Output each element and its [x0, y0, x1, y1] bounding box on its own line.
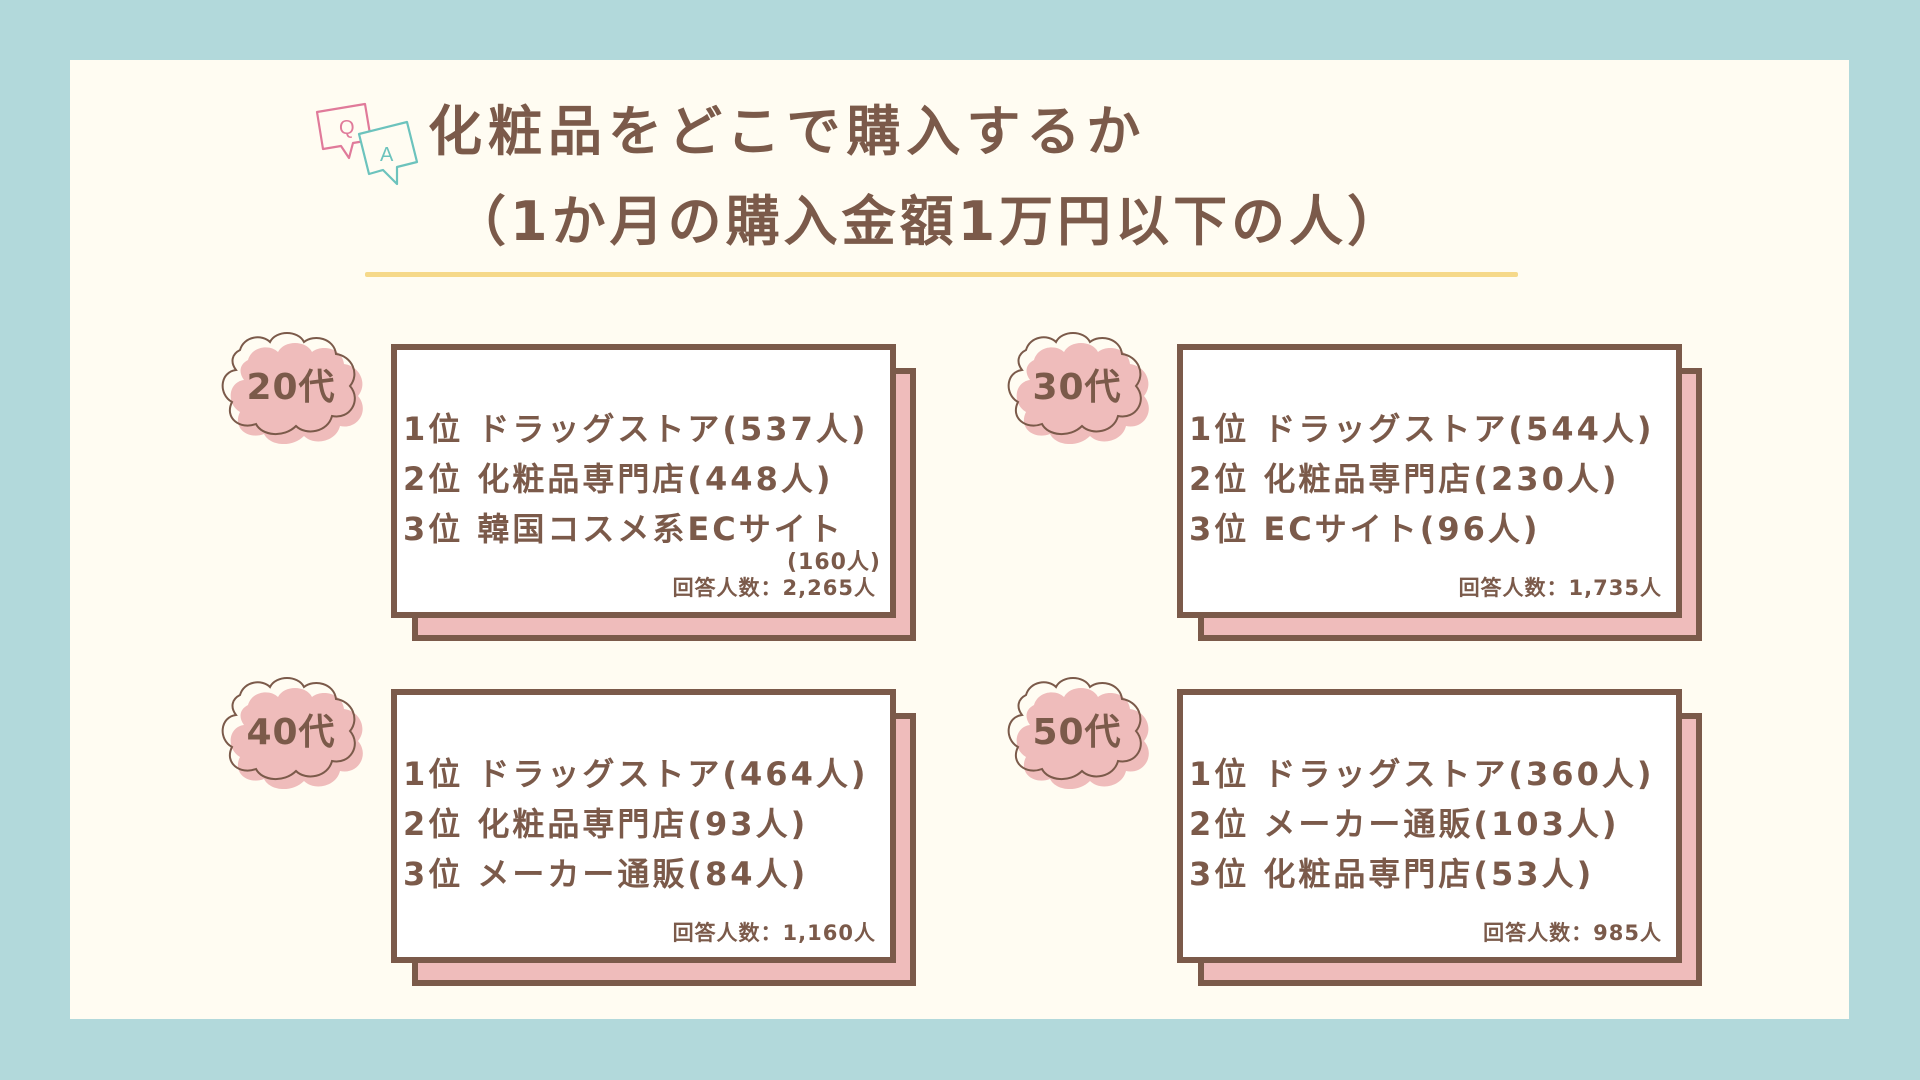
cloud-badge-icon: [221, 332, 363, 445]
ranking-card: 1位 ドラッグストア(537人) 2位 化粧品専門店(448人) 3位 韓国コス…: [391, 344, 896, 618]
respondent-count: 回答人数：1,735人: [1458, 576, 1662, 600]
cloud-badge-icon: [1007, 677, 1149, 790]
rank-1: 1位 ドラッグストア(544人): [1189, 410, 1655, 448]
a-bubble-icon: A: [357, 120, 419, 186]
ranking-card: 1位 ドラッグストア(464人) 2位 化粧品専門店(93人) 3位 メーカー通…: [391, 689, 896, 963]
rank-3: 3位 韓国コスメ系ECサイト: [403, 510, 844, 548]
rank-1: 1位 ドラッグストア(360人): [1189, 755, 1655, 793]
page-title: 化粧品をどこで購入するか: [428, 100, 1147, 163]
age-group-card-40s: 40代 1位 ドラッグストア(464人) 2位 化粧品専門店(93人) 3位 メ…: [218, 675, 1018, 995]
title-underline: [365, 272, 1518, 277]
rank-1: 1位 ドラッグストア(537人): [403, 410, 869, 448]
rank-3-count: (160人): [786, 550, 881, 575]
svg-text:A: A: [380, 144, 394, 166]
rank-2: 2位 メーカー通販(103人): [1189, 805, 1620, 843]
age-label: 30代: [1032, 367, 1122, 408]
rank-3: 3位 メーカー通販(84人): [403, 855, 809, 893]
respondent-count: 回答人数：2,265人: [672, 576, 876, 600]
respondent-count: 回答人数：1,160人: [672, 921, 876, 945]
cloud-badge-icon: [1007, 332, 1149, 445]
age-group-card-50s: 50代 1位 ドラッグストア(360人) 2位 メーカー通販(103人) 3位 …: [1004, 675, 1804, 995]
qa-speech-bubbles-icon: Q A: [315, 102, 419, 186]
ranking-list: 1位 ドラッグストア(464人) 2位 化粧品専門店(93人) 3位 メーカー通…: [403, 749, 883, 895]
ranking-card: 1位 ドラッグストア(544人) 2位 化粧品専門店(230人) 3位 ECサイ…: [1177, 344, 1682, 618]
respondent-count: 回答人数：985人: [1483, 921, 1662, 945]
age-group-card-30s: 30代 1位 ドラッグストア(544人) 2位 化粧品専門店(230人) 3位 …: [1004, 330, 1804, 650]
rank-3: 3位 化粧品専門店(53人): [1189, 855, 1595, 893]
ranking-list: 1位 ドラッグストア(537人) 2位 化粧品専門店(448人) 3位 韓国コス…: [403, 404, 883, 576]
ranking-list: 1位 ドラッグストア(544人) 2位 化粧品専門店(230人) 3位 ECサイ…: [1189, 404, 1669, 550]
rank-2: 2位 化粧品専門店(448人): [403, 460, 834, 498]
age-label: 20代: [246, 367, 336, 408]
ranking-list: 1位 ドラッグストア(360人) 2位 メーカー通販(103人) 3位 化粧品専…: [1189, 749, 1669, 895]
page-subtitle: （1か月の購入金額1万円以下の人）: [452, 190, 1406, 253]
rank-2: 2位 化粧品専門店(230人): [1189, 460, 1620, 498]
cloud-badge-icon: [221, 677, 363, 790]
rank-2: 2位 化粧品専門店(93人): [403, 805, 809, 843]
age-label: 40代: [246, 712, 336, 753]
age-group-card-20s: 20代 1位 ドラッグストア(537人) 2位 化粧品専門店(448人) 3位 …: [218, 330, 1018, 650]
svg-text:Q: Q: [339, 117, 355, 139]
rank-3: 3位 ECサイト(96人): [1189, 510, 1541, 548]
q-bubble-icon: Q: [315, 102, 373, 160]
ranking-card: 1位 ドラッグストア(360人) 2位 メーカー通販(103人) 3位 化粧品専…: [1177, 689, 1682, 963]
rank-1: 1位 ドラッグストア(464人): [403, 755, 869, 793]
age-label: 50代: [1032, 712, 1122, 753]
